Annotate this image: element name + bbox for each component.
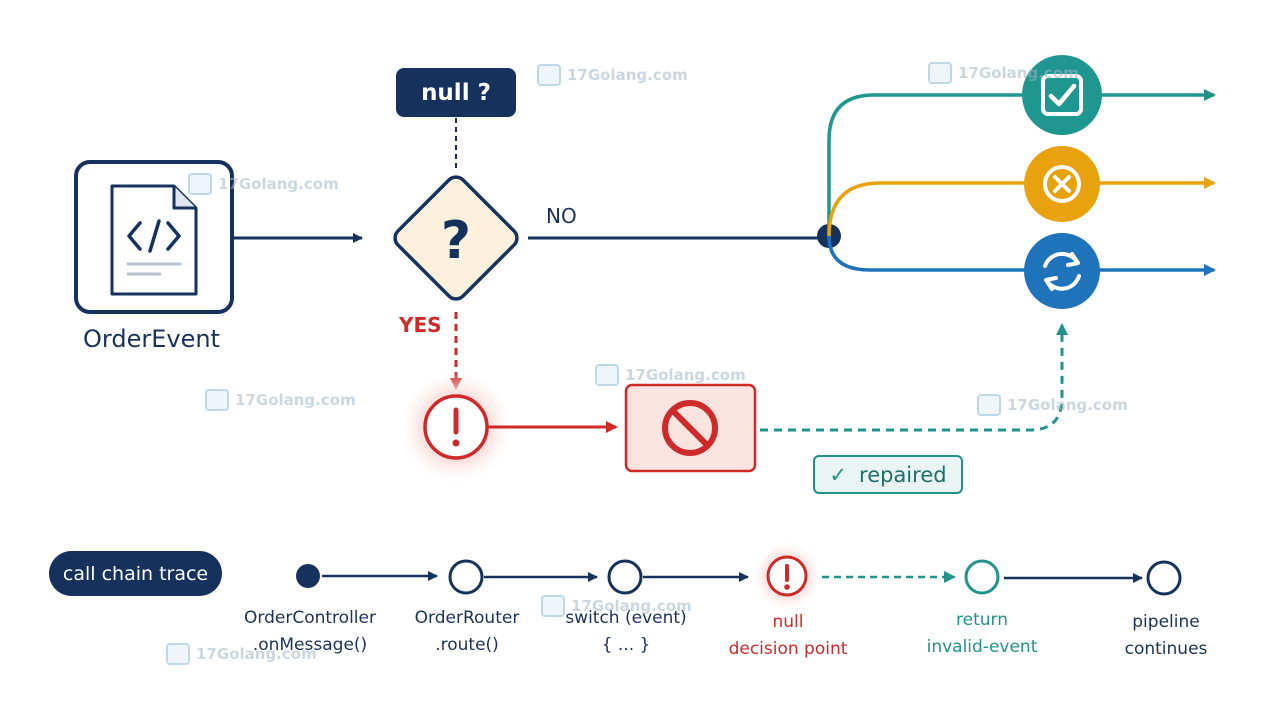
watermark-logo-icon xyxy=(205,389,229,411)
trace-label-switch: switch (event) { ... } xyxy=(541,605,711,659)
watermark: 17Golang.com xyxy=(188,173,339,195)
trace-label-line1: return xyxy=(956,610,1008,630)
watermark-logo-icon xyxy=(928,62,952,84)
refresh-icon xyxy=(1043,251,1081,291)
watermark-logo-icon xyxy=(595,364,619,386)
repaired-badge: ✓ repaired xyxy=(813,455,963,494)
trace-node-5 xyxy=(964,559,1000,595)
trace-chain xyxy=(296,542,1182,610)
watermark-logo-icon xyxy=(541,595,565,617)
trace-node-2 xyxy=(448,559,484,595)
trace-label-line2: .route() xyxy=(435,635,499,655)
prohibited-icon xyxy=(662,400,718,456)
branch-reject-line xyxy=(827,177,1216,237)
call-chain-trace-pill: call chain trace xyxy=(49,551,222,596)
trace-label-line1: switch (event) xyxy=(565,608,687,628)
check-box-icon xyxy=(1041,74,1083,116)
outcome-reject xyxy=(1024,146,1100,222)
no-label: NO xyxy=(546,204,577,228)
watermark-logo-icon xyxy=(537,64,561,86)
trace-label-line2: .onMessage() xyxy=(252,635,368,655)
null-check-diamond: ? xyxy=(393,175,519,301)
trace-label-line1: OrderController xyxy=(244,608,376,628)
call-chain-trace-label: call chain trace xyxy=(62,562,209,585)
watermark: 17Golang.com xyxy=(977,394,1128,416)
trace-label-line1: pipeline xyxy=(1132,612,1200,632)
trace-label-return-invalid: return invalid-event xyxy=(897,607,1067,661)
blocked-node xyxy=(624,383,757,473)
watermark: 17Golang.com xyxy=(595,364,746,386)
null-question-label: null ? xyxy=(421,79,491,106)
watermark: 17Golang.com xyxy=(541,595,692,617)
order-event-label: OrderEvent xyxy=(83,325,220,353)
trace-label-line1: null xyxy=(772,612,804,632)
question-mark-icon: ? xyxy=(441,211,471,271)
trace-label-order-router: OrderRouter .route() xyxy=(382,605,552,659)
watermark-logo-icon xyxy=(977,394,1001,416)
null-question-box: null ? xyxy=(396,68,516,117)
watermark: 17Golang.com xyxy=(166,643,317,665)
trace-label-line2: continues xyxy=(1124,639,1208,659)
trace-node-1 xyxy=(296,564,320,588)
watermark-logo-icon xyxy=(188,173,212,195)
trace-label-line1: OrderRouter xyxy=(414,608,520,628)
trace-node-4 xyxy=(753,542,821,610)
null-alert-node xyxy=(400,371,512,483)
code-file-icon xyxy=(110,184,198,296)
outcome-retry xyxy=(1024,233,1100,309)
exclamation-icon xyxy=(452,407,460,447)
trace-node-3 xyxy=(607,559,643,595)
watermark: 17Golang.com xyxy=(205,389,356,411)
branch-retry-line xyxy=(827,235,1216,276)
trace-label-line2: { ... } xyxy=(601,635,651,655)
trace-label-pipeline: pipeline continues xyxy=(1081,609,1251,663)
branch-valid-line xyxy=(827,89,1216,236)
watermark-logo-icon xyxy=(166,643,190,665)
order-event-node xyxy=(74,160,234,314)
trace-node-6 xyxy=(1146,560,1182,596)
repaired-path-line xyxy=(760,323,1068,432)
yes-label: YES xyxy=(399,313,442,337)
close-circle-icon xyxy=(1043,165,1081,203)
outcome-valid xyxy=(1022,55,1102,135)
trace-label-line2: decision point xyxy=(728,639,848,659)
trace-label-line2: invalid-event xyxy=(926,637,1038,657)
trace-label-null-decision: null decision point xyxy=(703,609,873,663)
check-icon: ✓ xyxy=(829,462,848,487)
repaired-label: repaired xyxy=(859,462,947,487)
watermark: 17Golang.com xyxy=(928,62,1079,84)
trace-label-order-controller: OrderController .onMessage() xyxy=(225,605,395,659)
watermark: 17Golang.com xyxy=(537,64,688,86)
